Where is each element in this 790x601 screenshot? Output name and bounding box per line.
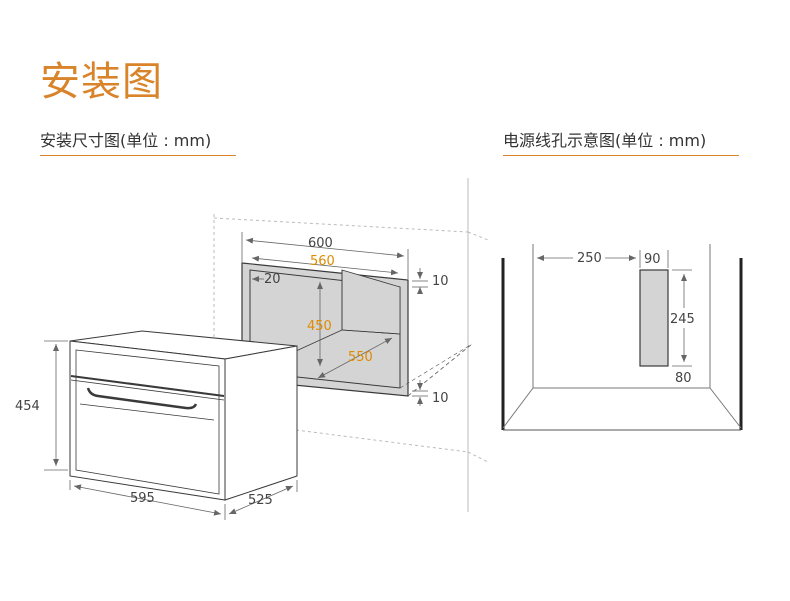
dim-width-outer: 600	[308, 236, 333, 251]
dim-depth-inner: 550	[348, 350, 373, 365]
power-hole-dim-lines	[537, 250, 692, 367]
dim-height-inner: 450	[307, 319, 332, 334]
page-title: 安装图	[40, 59, 163, 105]
dim-hole-bottom: 80	[675, 371, 692, 386]
dim-hole-width: 90	[644, 252, 661, 267]
dim-left-gap: 20	[264, 272, 281, 287]
power-hole-cabinet	[501, 244, 743, 431]
dim-oven-width: 595	[130, 491, 155, 506]
dim-oven-depth: 525	[248, 493, 273, 508]
oven-body	[69, 330, 298, 501]
niche-dim-lines	[241, 232, 428, 406]
cabinet-wall	[213, 178, 489, 512]
power-hole-subtitle: 电源线孔示意图(单位 : mm)	[503, 133, 739, 156]
dim-top-gap: 10	[432, 274, 449, 289]
installation-dimensions-subtitle: 安装尺寸图(单位 : mm)	[40, 133, 236, 156]
dim-bottom-gap: 10	[432, 391, 449, 406]
dim-oven-height: 454	[15, 399, 40, 414]
dim-width-inner: 560	[310, 254, 335, 269]
dim-hole-height: 245	[670, 312, 695, 327]
oven-dim-lines	[44, 340, 298, 520]
dim-hole-offset: 250	[577, 251, 602, 266]
